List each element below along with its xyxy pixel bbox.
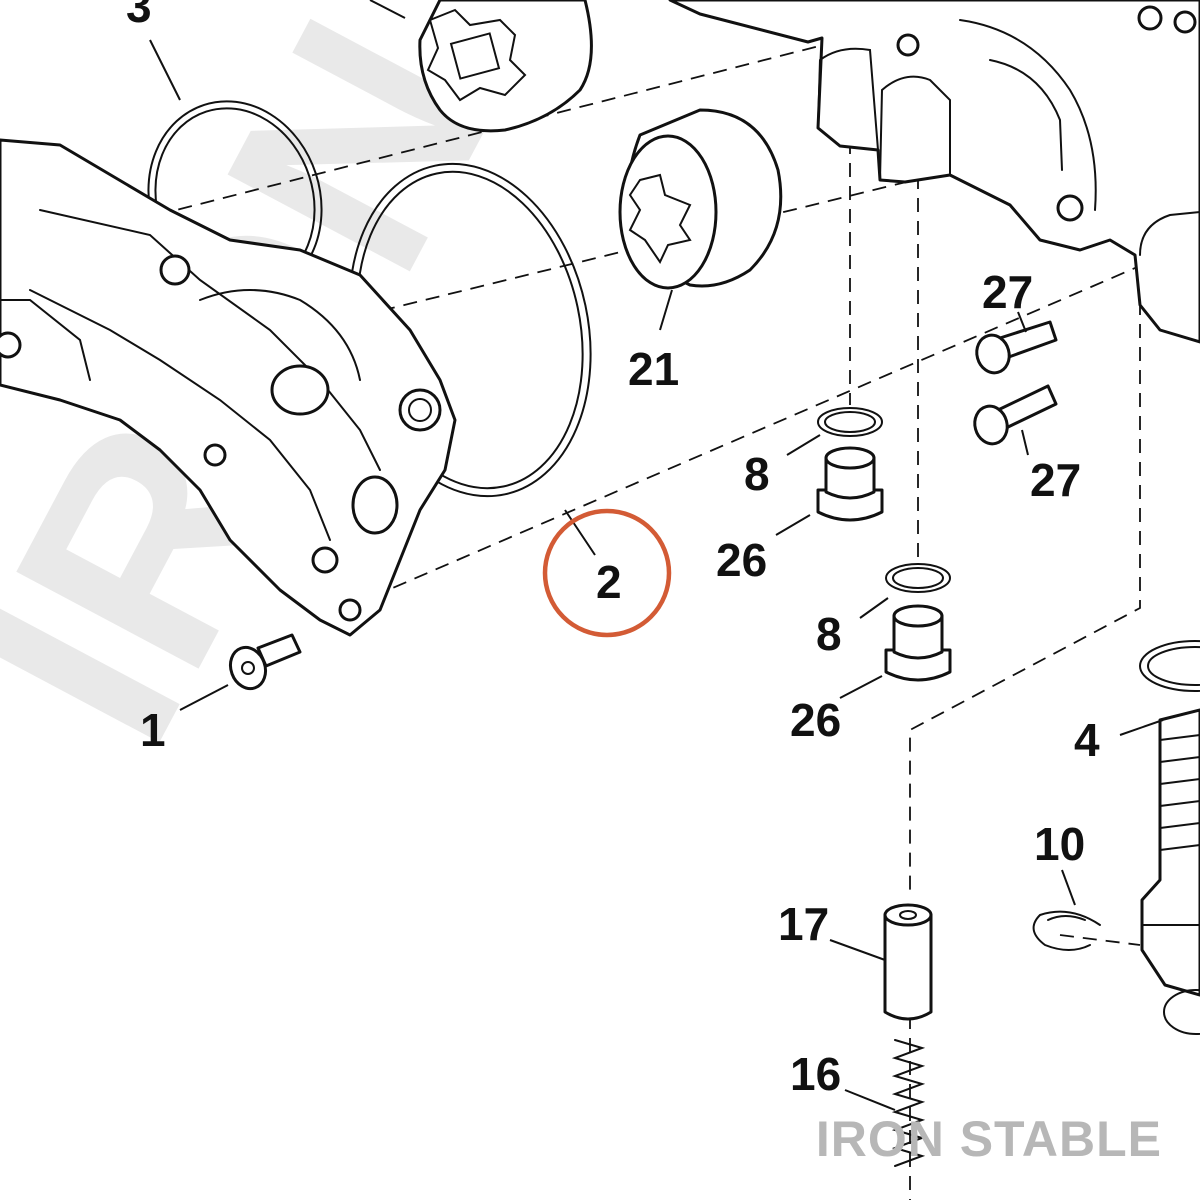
callout-8-a: 8: [744, 448, 770, 500]
relief-valve: [1032, 640, 1200, 1035]
callout-10: 10: [1034, 818, 1085, 870]
callout-4: 4: [1074, 714, 1100, 766]
callout-1: 1: [140, 704, 166, 756]
pin-and-spring: [883, 903, 933, 1167]
plugs-26: [816, 407, 952, 682]
callout-3: 3: [126, 0, 152, 32]
outer-rotor: [618, 108, 783, 290]
cover-plate: [0, 138, 457, 637]
callout-21: 21: [628, 343, 679, 395]
pump-housing: [668, 0, 1200, 344]
callout-17: 17: [778, 898, 829, 950]
highlighted-callout-ring: [542, 508, 672, 638]
callout-16: 16: [790, 1048, 841, 1100]
screws-27: [973, 320, 1058, 446]
brand-label: IRON STABLE: [815, 1111, 1162, 1167]
callout-8-b: 8: [816, 608, 842, 660]
callout-labels: 3 21 2 1 27 27 8 26 8 26 4 10 17 16: [126, 0, 1100, 1100]
callout-26-a: 26: [716, 534, 767, 586]
callout-2: 2: [596, 556, 622, 608]
inner-rotor: [418, 0, 593, 133]
screw-1: [228, 633, 302, 691]
leader-lines: [149, 0, 1164, 1111]
callout-27-a: 27: [982, 266, 1033, 318]
callout-26-b: 26: [790, 694, 841, 746]
callout-27-b: 27: [1030, 454, 1081, 506]
